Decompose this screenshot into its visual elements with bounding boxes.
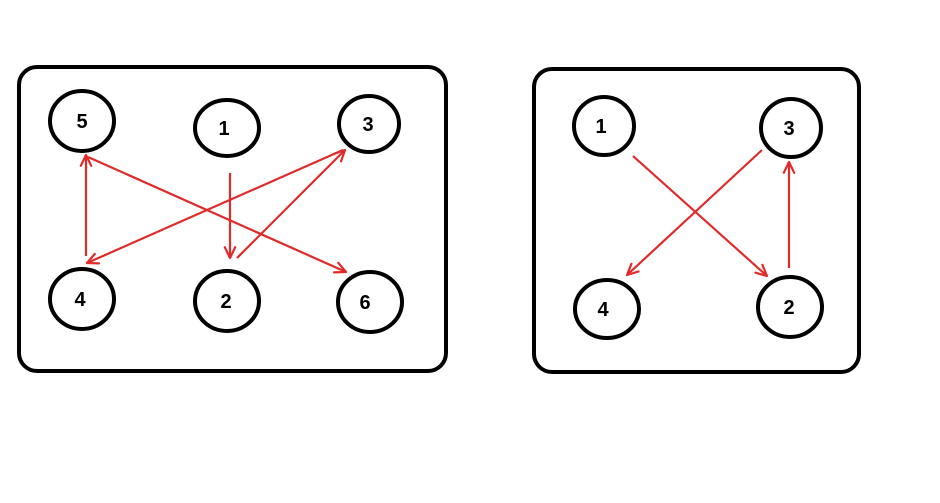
node-circle xyxy=(48,89,116,153)
node-circle xyxy=(572,95,636,157)
nodes-left: 5 1 3 4 2 6 xyxy=(48,89,404,334)
node-6: 6 xyxy=(336,270,404,334)
node-circle xyxy=(337,94,401,154)
node-2: 2 xyxy=(756,275,824,339)
graph-panel-left: 5 1 3 4 2 6 xyxy=(17,65,448,373)
node-3: 3 xyxy=(337,94,401,154)
node-circle xyxy=(759,97,823,159)
edge-5-to-6-arrowhead xyxy=(332,261,348,274)
nodes-right: 1 3 4 2 xyxy=(572,95,824,340)
node-label: 6 xyxy=(359,292,370,314)
edge-5-to-6 xyxy=(87,155,347,274)
node-circle xyxy=(48,267,116,331)
edges-left xyxy=(79,148,348,274)
node-label: 2 xyxy=(220,291,231,313)
edge-3-to-4 xyxy=(86,148,344,265)
graph-panel-right: 1 3 4 2 xyxy=(532,67,861,374)
edge-1-to-2-arrowhead xyxy=(754,263,769,278)
node-circle xyxy=(756,275,824,339)
node-label: 4 xyxy=(597,299,609,321)
node-2: 2 xyxy=(193,269,261,333)
node-4: 4 xyxy=(573,278,641,340)
node-circle xyxy=(193,98,261,158)
edge-3-to-4-arrowhead xyxy=(85,252,101,265)
node-label: 4 xyxy=(74,289,86,311)
edge-2-to-3 xyxy=(236,149,346,259)
node-4: 4 xyxy=(48,267,116,331)
node-label: 5 xyxy=(76,111,87,133)
edge-3-to-4-arrowhead xyxy=(625,262,640,277)
node-1: 1 xyxy=(193,98,261,158)
edge-2-to-3-arrowhead xyxy=(782,160,796,174)
node-label: 1 xyxy=(595,116,606,138)
node-5: 5 xyxy=(48,89,116,153)
edge-3-to-4 xyxy=(626,149,763,276)
edge-1-to-2-arrowhead xyxy=(223,246,237,260)
node-circle xyxy=(336,270,404,334)
node-circle xyxy=(573,278,641,340)
edge-1-to-2 xyxy=(632,155,768,277)
node-label: 3 xyxy=(783,118,794,140)
edge-4-to-5-arrowhead xyxy=(79,153,93,167)
node-label: 2 xyxy=(783,297,794,319)
node-label: 1 xyxy=(218,118,229,140)
node-circle xyxy=(193,269,261,333)
edges-right xyxy=(625,149,796,278)
node-label: 3 xyxy=(362,114,373,136)
node-1: 1 xyxy=(572,95,636,157)
node-3: 3 xyxy=(759,97,823,159)
